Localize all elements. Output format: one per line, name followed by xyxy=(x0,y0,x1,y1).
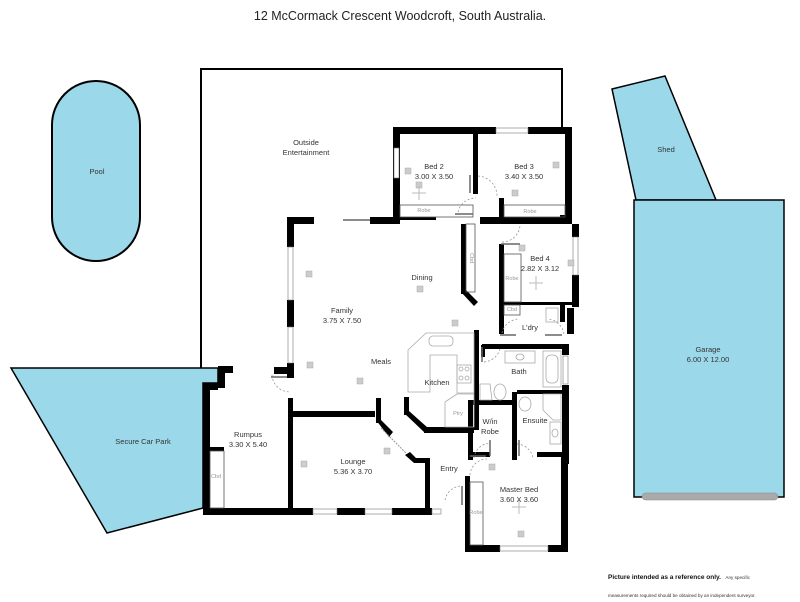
disclaimer-bold: Picture intended as a reference only. xyxy=(608,574,721,581)
pool-label: Pool xyxy=(89,167,105,176)
page-title: 12 McCormack Crescent Woodcroft, South A… xyxy=(253,9,547,23)
pool-shape xyxy=(51,80,141,262)
master-name: Master Bed xyxy=(499,485,539,494)
family-label: Family 3.75 X 7.50 xyxy=(323,306,361,326)
wir-line2: Robe xyxy=(481,427,499,436)
bed2-name: Bed 2 xyxy=(424,162,444,171)
car-park-label: Secure Car Park xyxy=(115,437,171,446)
ensuite-label: Ensuite xyxy=(522,416,548,425)
garage-label: Garage 6.00 X 12.00 xyxy=(687,345,730,365)
bed2-dims: 3.00 X 3.50 xyxy=(414,172,454,181)
rumpus-dims: 3.30 X 5.40 xyxy=(228,440,268,449)
shed-label: Shed xyxy=(657,145,675,154)
rumpus-label: Rumpus 3.30 X 5.40 xyxy=(229,430,267,450)
wir-label: W/in Robe xyxy=(481,417,499,437)
lounge-label: Lounge 5.36 X 3.70 xyxy=(334,457,372,477)
disclaimer: Picture intended as a reference only. An… xyxy=(608,566,800,602)
dining-label: Dining xyxy=(411,273,433,282)
pantry-label: Ptry xyxy=(453,411,463,417)
laundry-cbd-label: Cbd xyxy=(506,307,518,313)
kitchen-label: Kitchen xyxy=(424,378,450,387)
bath-label: Bath xyxy=(511,367,527,376)
outside-entertainment-label: Outside Entertainment xyxy=(283,138,330,158)
wir-line1: W/in xyxy=(482,417,498,426)
lounge-name: Lounge xyxy=(340,457,366,466)
bed4-label: Bed 4 2.82 X 3.12 xyxy=(521,254,559,274)
outside-label-line2: Entertainment xyxy=(282,148,330,157)
family-dims: 3.75 X 7.50 xyxy=(322,316,362,325)
bed3-dims: 3.40 X 3.50 xyxy=(504,172,544,181)
outside-label-line1: Outside xyxy=(293,138,319,147)
bed4-name: Bed 4 xyxy=(530,254,550,263)
disclaimer-fine-a: Any specific xyxy=(725,575,750,580)
garage-door xyxy=(641,492,779,501)
family-name: Family xyxy=(330,306,354,315)
garage-name: Garage xyxy=(695,345,721,354)
disclaimer-fine-b: measurements required should be obtained… xyxy=(608,593,756,598)
bed4-dims: 2.82 X 3.12 xyxy=(520,264,560,273)
rumpus-name: Rumpus xyxy=(234,430,262,439)
outside-entertainment-boundary xyxy=(200,68,563,368)
rumpus-cbd-label: Cbd xyxy=(210,474,222,480)
bed4-robe-label: Robe xyxy=(505,276,519,282)
entry-label: Entry xyxy=(440,464,458,473)
master-bed-label: Master Bed 3.60 X 3.60 xyxy=(500,485,538,505)
laundry-label: L'dry xyxy=(521,323,539,332)
meals-label: Meals xyxy=(370,357,392,366)
bed2-label: Bed 2 3.00 X 3.50 xyxy=(415,162,453,182)
bed3-label: Bed 3 3.40 X 3.50 xyxy=(505,162,543,182)
garage-shape xyxy=(633,199,785,498)
garage-dims: 6.00 X 12.00 xyxy=(686,355,730,364)
bed2-robe-label: Robe xyxy=(417,208,431,214)
shed-shape xyxy=(611,75,718,201)
car-park-shape xyxy=(9,367,219,534)
bed3-robe-label: Robe xyxy=(523,209,537,215)
lounge-dims: 5.36 X 3.70 xyxy=(333,467,373,476)
dining-cbd-label: Cbd xyxy=(468,252,474,264)
bed3-name: Bed 3 xyxy=(514,162,534,171)
master-dims: 3.60 X 3.60 xyxy=(499,495,539,504)
master-robe-label: Robe xyxy=(469,510,483,516)
